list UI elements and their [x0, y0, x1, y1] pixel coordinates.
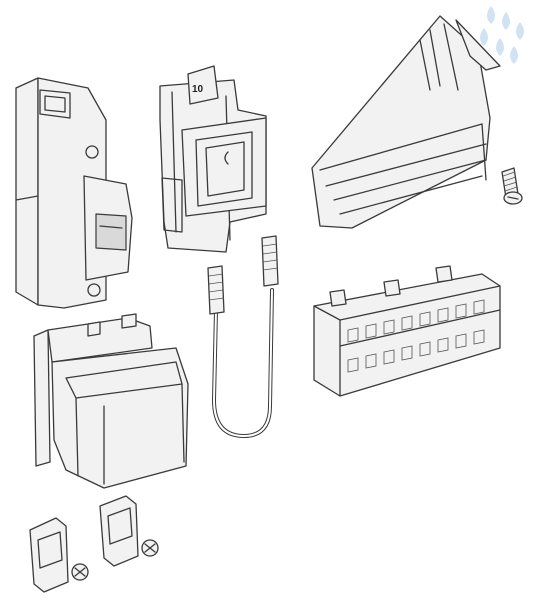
miniature-circuit-breaker [15, 77, 133, 309]
screw [501, 167, 523, 205]
cable-duct [311, 15, 501, 229]
wire-jumper [207, 235, 279, 438]
terminal-block [313, 265, 501, 397]
enclosure-module [33, 313, 189, 489]
terminal-clamp [29, 517, 89, 593]
terminal-clamp [99, 495, 159, 567]
watermark-logo [480, 6, 524, 64]
fuse-rating-label: 10 [192, 84, 204, 95]
fuse-holder: 10 [159, 65, 267, 253]
